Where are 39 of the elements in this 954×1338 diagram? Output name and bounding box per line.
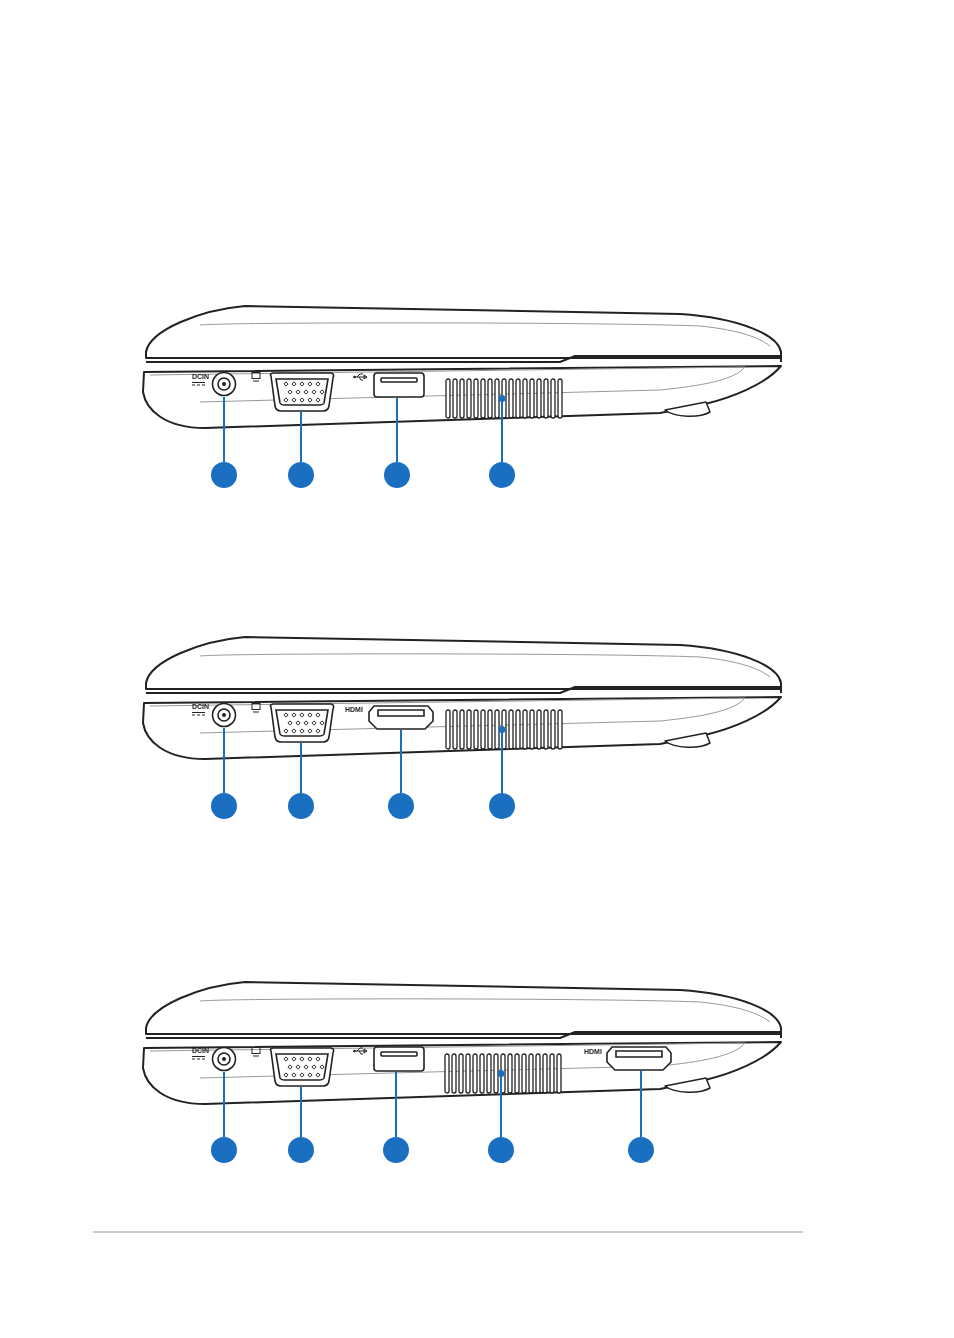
usb-port-drawing (373, 1046, 425, 1072)
callout-circle (489, 462, 515, 488)
vga-port-drawing (267, 1047, 337, 1087)
vga-port-drawing (267, 372, 337, 412)
leader-line (395, 1071, 397, 1138)
leader-line (300, 742, 302, 794)
air-vent-drawing (445, 709, 564, 750)
leader-line (396, 397, 398, 463)
callout-circle (388, 793, 414, 819)
callout-circle (488, 1137, 514, 1163)
callout-circle (211, 793, 237, 819)
air-vent-drawing (445, 378, 564, 419)
air-vent-drawing (444, 1053, 563, 1094)
callout-circle (628, 1137, 654, 1163)
vga-port-drawing (267, 703, 337, 743)
callout-circle (288, 1137, 314, 1163)
power-jack-drawing (211, 702, 237, 728)
power-jack-drawing (211, 371, 237, 397)
callout-circle (211, 462, 237, 488)
callout-circle (384, 462, 410, 488)
callout-circle (288, 793, 314, 819)
power-jack-drawing (211, 1046, 237, 1072)
callout-circle (489, 793, 515, 819)
leader-line (300, 1086, 302, 1138)
hdmi-port-drawing (606, 1046, 672, 1071)
hdmi-port-drawing (368, 705, 434, 730)
usb-port-drawing (373, 372, 425, 398)
leader-line (400, 729, 402, 794)
callout-circle (383, 1137, 409, 1163)
leader-line (223, 727, 225, 794)
leader-line (300, 411, 302, 463)
leader-line (498, 395, 506, 463)
leader-line (498, 726, 506, 794)
callout-circle (288, 462, 314, 488)
leader-line (223, 396, 225, 463)
callout-circle (211, 1137, 237, 1163)
leader-line (640, 1070, 642, 1138)
leader-line (223, 1071, 225, 1138)
leader-line (497, 1070, 505, 1138)
